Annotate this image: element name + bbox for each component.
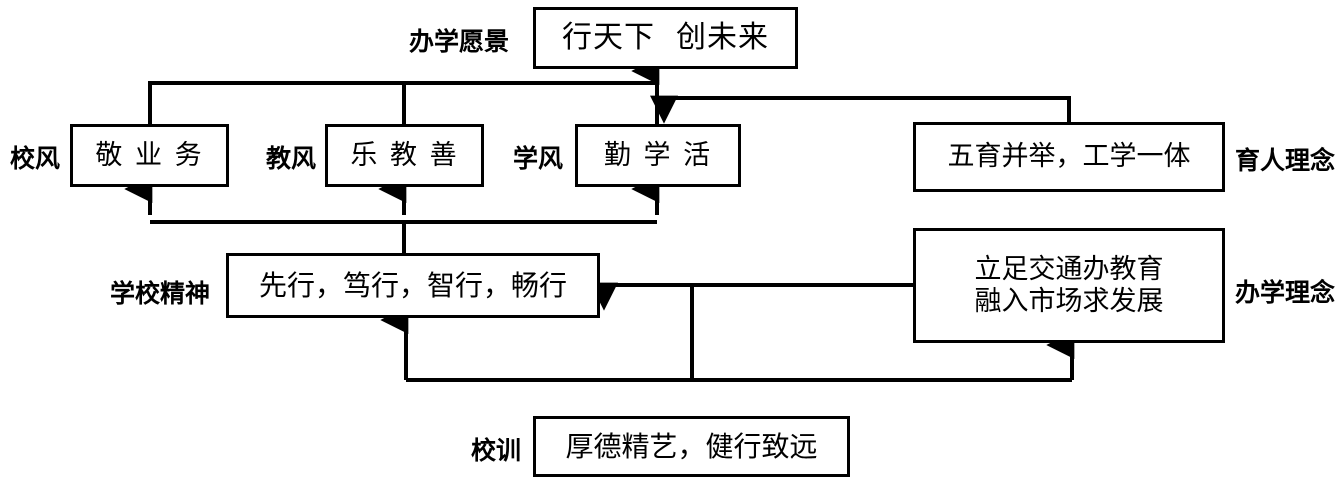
node-learning-style-text: 勤 学 活 xyxy=(603,139,713,171)
node-teaching-style[interactable]: 乐 教 善 xyxy=(325,124,484,187)
node-school-motto[interactable]: 厚德精艺，健行致远 xyxy=(533,416,850,477)
node-school-spirit-text: 先行，笃行，智行，畅行 xyxy=(258,268,567,302)
label-school-spirit: 学校精神 xyxy=(110,279,211,308)
node-vision[interactable]: 行天下 创未来 xyxy=(533,7,798,69)
node-school-spirit[interactable]: 先行，笃行，智行，畅行 xyxy=(226,253,600,318)
node-school-style[interactable]: 敬 业 务 xyxy=(70,124,229,187)
node-school-philosophy[interactable]: 立足交通办教育 融入市场求发展 xyxy=(913,228,1225,343)
node-school-motto-text: 厚德精艺，健行致远 xyxy=(565,429,818,463)
label-school-philosophy: 办学理念 xyxy=(1235,278,1336,307)
node-education-concept[interactable]: 五育并举，工学一体 xyxy=(913,122,1225,192)
node-learning-style[interactable]: 勤 学 活 xyxy=(575,124,741,187)
label-school-style: 校风 xyxy=(10,144,61,173)
label-vision: 办学愿景 xyxy=(409,27,510,56)
label-teaching-style: 教风 xyxy=(266,144,317,173)
node-school-philosophy-line2: 融入市场求发展 xyxy=(974,285,1164,317)
node-vision-text: 行天下 创未来 xyxy=(561,20,770,56)
wire-education-to-vision xyxy=(672,96,1071,122)
node-school-philosophy-line1: 立足交通办教育 xyxy=(974,253,1164,285)
label-school-motto: 校训 xyxy=(471,436,522,465)
node-school-style-text: 敬 业 务 xyxy=(95,139,204,171)
label-learning-style: 学风 xyxy=(513,144,564,173)
node-education-concept-text: 五育并举，工学一体 xyxy=(947,141,1191,173)
node-teaching-style-text: 乐 教 善 xyxy=(350,139,459,171)
label-education-concept: 育人理念 xyxy=(1235,146,1336,175)
wire-styles-to-vision xyxy=(148,81,657,124)
